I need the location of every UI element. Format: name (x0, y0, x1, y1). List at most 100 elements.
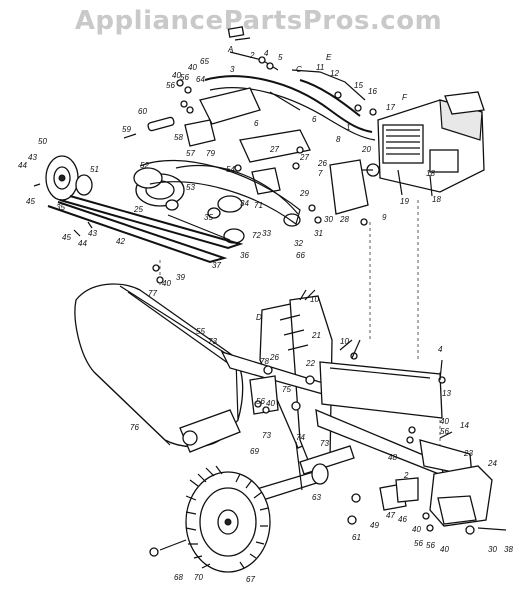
callout: 30 (324, 215, 333, 224)
callout: 74 (296, 433, 305, 442)
callout: 76 (130, 423, 139, 432)
callout: 56 (426, 541, 435, 550)
callout: 1 (346, 123, 350, 132)
callout: 72 (252, 231, 261, 240)
fasteners (152, 79, 446, 532)
callout: 40 (412, 525, 421, 534)
callout: 15 (354, 81, 363, 90)
callout: 48 (388, 453, 397, 462)
callout: 12 (330, 69, 339, 78)
callout: 30 (488, 545, 497, 554)
callout: 56 (166, 81, 175, 90)
callout: 31 (314, 229, 323, 238)
callout: 18 (432, 195, 441, 204)
callout: 50 (38, 137, 47, 146)
callout: 49 (370, 521, 379, 530)
callout: 73 (320, 439, 329, 448)
callout: 64 (196, 75, 205, 84)
main-frame (220, 289, 445, 478)
callout: 11 (316, 63, 324, 72)
callout: 38 (504, 545, 513, 554)
callout: E (326, 53, 332, 62)
callout: 42 (116, 237, 125, 246)
callout: 40 (266, 399, 275, 408)
callout: 56 (180, 73, 189, 82)
callout: 73 (262, 431, 271, 440)
callout: 44 (78, 239, 87, 248)
upper-frame (123, 87, 369, 215)
callout: 67 (246, 575, 255, 584)
callout: 18 (426, 169, 435, 178)
callout: 37 (212, 261, 221, 270)
callout: 61 (352, 533, 361, 542)
callout: 14 (460, 421, 469, 430)
callout: 63 (312, 493, 321, 502)
callout: 6 (312, 115, 317, 124)
callout: 5 (278, 53, 283, 62)
callout: 43 (28, 153, 37, 162)
callout: 46 (398, 515, 407, 524)
callout: F (402, 93, 408, 102)
callout: 17 (386, 103, 395, 112)
pulley-belt-assembly (33, 155, 322, 264)
callout: 47 (386, 511, 395, 520)
callout: C (296, 65, 302, 74)
callout: 40 (162, 279, 171, 288)
callout: 65 (200, 57, 209, 66)
callout: 79 (206, 149, 215, 158)
callout: 40 (440, 545, 449, 554)
callout: 7 (318, 169, 323, 178)
callout: 29 (299, 189, 309, 198)
callout: 35 (204, 213, 213, 222)
rear-hitch-parts (347, 431, 507, 535)
callout: 43 (88, 229, 97, 238)
callout: 4 (264, 49, 269, 58)
callout: 52 (140, 161, 149, 170)
callout: 60 (138, 107, 147, 116)
callout: 56 (414, 539, 423, 548)
callout: 36 (240, 251, 249, 260)
callout: 78 (260, 357, 269, 366)
callout: 23 (463, 449, 473, 458)
callout: 40 (188, 63, 197, 72)
callout: 68 (174, 573, 183, 582)
callout: 21 (311, 331, 321, 340)
callout: 8 (336, 135, 341, 144)
callout: A (227, 45, 233, 54)
callout: 22 (305, 359, 315, 368)
callout: 45 (26, 197, 35, 206)
callout: 73 (208, 337, 217, 346)
callout: 56 (440, 427, 449, 436)
callout: 51 (90, 165, 99, 174)
engine-assembly (360, 91, 485, 197)
callout: D (256, 313, 262, 322)
callout: 39 (176, 273, 185, 282)
callout: 45 (62, 233, 71, 242)
callout: 34 (240, 199, 249, 208)
callout: 70 (194, 573, 203, 582)
callout: 55 (196, 327, 205, 336)
callout: 33 (262, 229, 271, 238)
callout: 27 (299, 153, 309, 162)
callout: 13 (442, 389, 451, 398)
callout: 16 (368, 87, 377, 96)
callout: 27 (269, 145, 279, 154)
callout: 6 (254, 119, 259, 128)
callout: 2 (249, 51, 255, 60)
callout: 26 (269, 353, 279, 362)
watermark: AppliancePartsPros.com (74, 6, 443, 36)
callout: 75 (282, 385, 291, 394)
callout: 56 (256, 397, 265, 406)
callout: 35 (56, 203, 65, 212)
callout: 10 (310, 295, 319, 304)
callout: 71 (254, 201, 263, 210)
callout: 9 (382, 213, 387, 222)
tine-shield-housing (74, 283, 244, 453)
callout: 69 (250, 447, 259, 456)
callout-labels: A 2 4 5 E C 11 12 3 65 40 56 64 40 56 60… (18, 45, 513, 584)
callout: 54 (226, 165, 235, 174)
callout: 24 (487, 459, 497, 468)
callout: 44 (18, 161, 27, 170)
